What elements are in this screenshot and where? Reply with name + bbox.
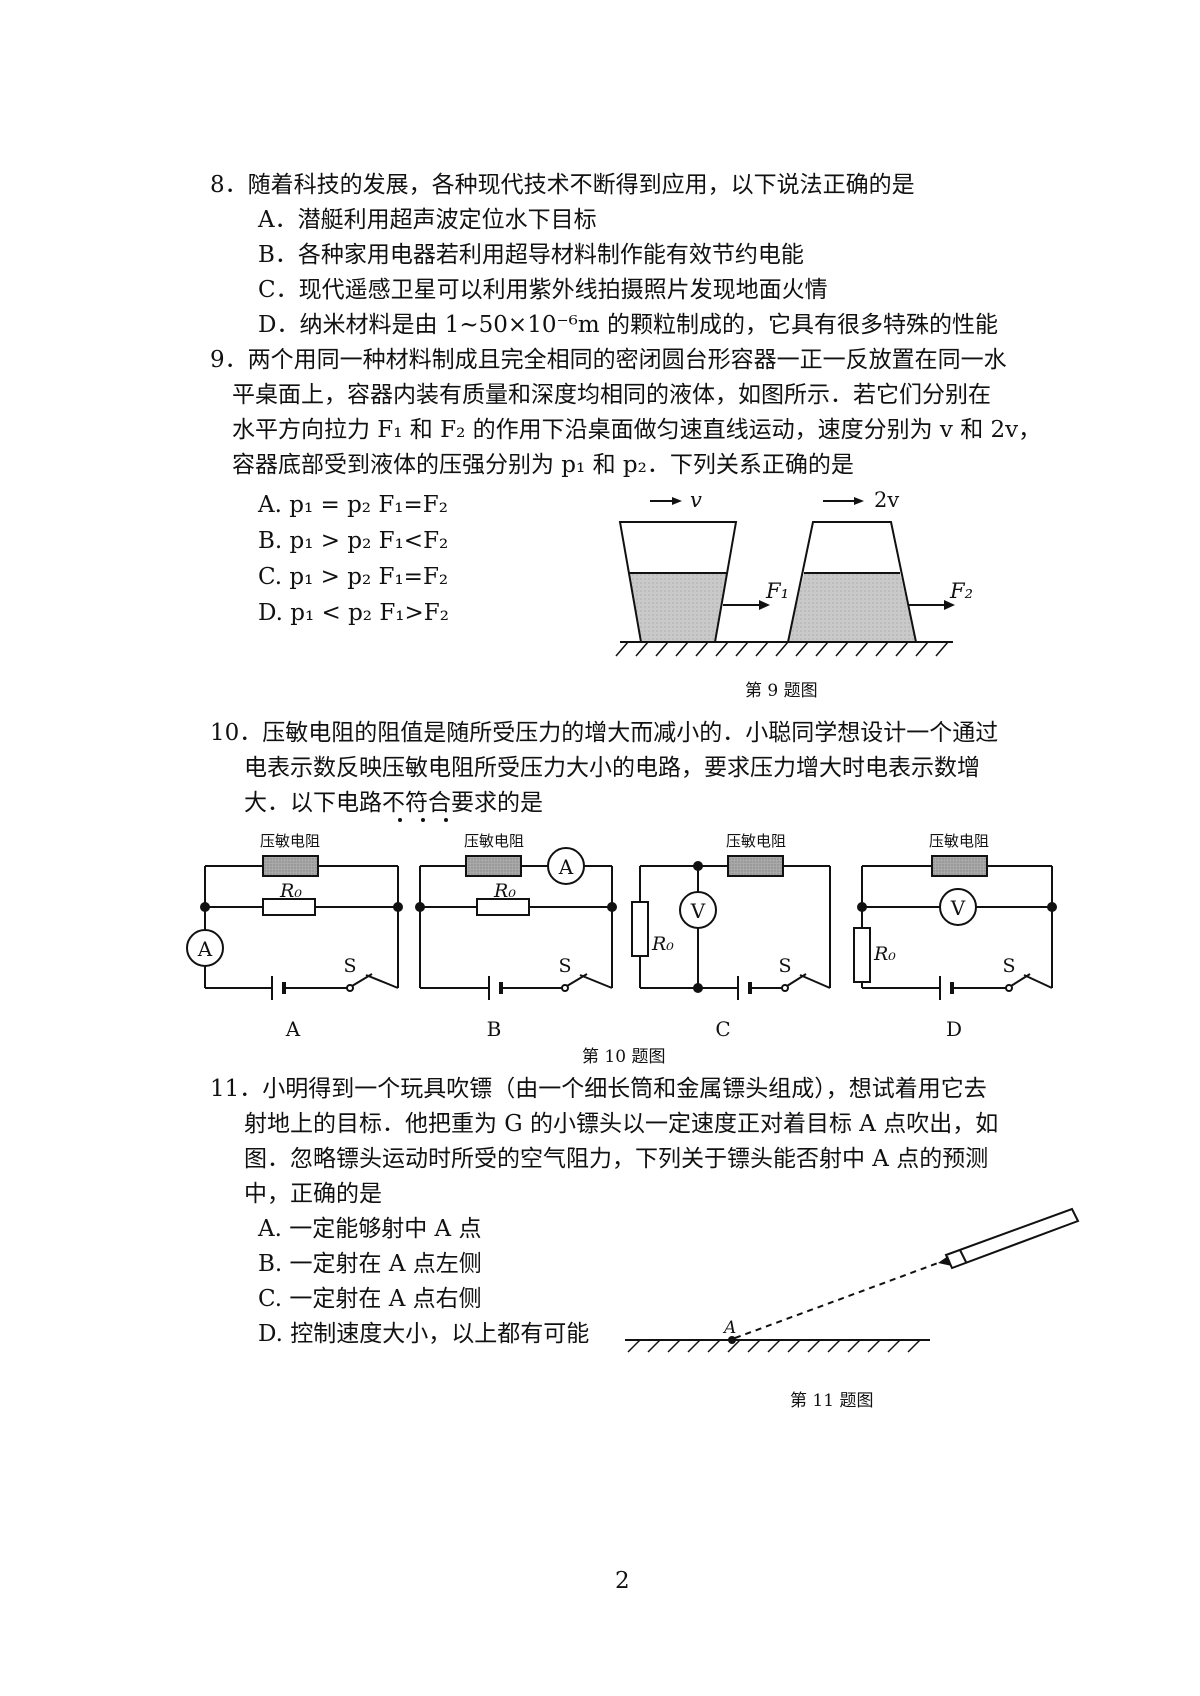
q11-line-1: 11．小明得到一个玩具吹镖（由一个细长筒和金属镖头组成），想试着用它去 (210, 1076, 987, 1102)
pressure-resistor-c-label: 压敏电阻 (726, 832, 786, 850)
page-number: 2 (615, 1568, 630, 1594)
figure-10-caption: 第 10 题图 (582, 1047, 666, 1067)
circuit-b-label: B (487, 1017, 502, 1041)
pressure-resistor-a-label: 压敏电阻 (260, 832, 320, 850)
r0-a-label: R₀ (279, 880, 302, 902)
pressure-resistor-d (931, 855, 988, 877)
q8-option-d: D．纳米材料是由 1~50×10⁻⁶m 的颗粒制成的，它具有很多特殊的性能 (258, 312, 998, 338)
q8-option-a: A．潜艇利用超声波定位水下目标 (258, 207, 597, 233)
target-point-a (728, 1336, 736, 1344)
dart-trajectory (734, 1262, 939, 1339)
figure-11-caption: 第 11 题图 (790, 1391, 874, 1411)
blow-tube (944, 1207, 1080, 1270)
pressure-resistor-c (727, 855, 784, 877)
q9-option-d: D. p₁ < p₂ F₁>F₂ (258, 600, 449, 626)
q10-line-2: 电表示数反映压敏电阻所受压力大小的电路，要求压力增大时电表示数增 (244, 755, 980, 781)
switch-c-label: S (778, 955, 791, 977)
v-label: v (690, 488, 702, 512)
voltmeter-d (939, 888, 977, 926)
q9-line-3: 水平方向拉力 F₁ 和 F₂ 的作用下沿桌面做匀速直线运动，速度分别为 v 和 … (232, 417, 1042, 443)
q11-line-3: 图．忽略镖头运动时所受的空气阻力，下列关于镖头能否射中 A 点的预测 (244, 1146, 989, 1172)
f2-label: F₂ (949, 579, 973, 603)
r0-b-label: R₀ (493, 880, 516, 902)
q11-option-d: D. 控制速度大小，以上都有可能 (258, 1321, 590, 1347)
q8-option-b: B．各种家用电器若利用超导材料制作能有效节约电能 (258, 242, 804, 268)
circuit-a-label: A (285, 1017, 301, 1041)
ammeter-b-label: A (558, 855, 574, 879)
circuit-b (419, 865, 613, 989)
q11-line-4: 中，正确的是 (244, 1181, 382, 1207)
r0-c-label: R₀ (651, 933, 674, 955)
q11-line-2: 射地上的目标．他把重为 G 的小镖头以一定速度正对着目标 A 点吹出，如 (244, 1111, 999, 1137)
ammeter-a-label: A (197, 937, 213, 961)
r0-d-label: R₀ (873, 943, 896, 965)
f1-label: F₁ (765, 579, 789, 603)
q9-line-1: 9．两个用同一种材料制成且完全相同的密闭圆台形容器一正一反放置在同一水 (210, 347, 1007, 373)
target-point-a-label: A (722, 1318, 736, 1338)
q9-line-2: 平桌面上，容器内装有质量和深度均相同的液体，如图所示．若它们分别在 (232, 382, 991, 408)
r0-a (262, 898, 316, 916)
circuit-c (639, 865, 831, 989)
figure-11: A (625, 1207, 1080, 1353)
q10-line-3: 大．以下电路不符合要求的是 (244, 790, 543, 816)
r0-b (476, 898, 530, 916)
q9-option-a: A. p₁ = p₂ F₁=F₂ (258, 492, 448, 518)
pressure-resistor-d-label: 压敏电阻 (929, 832, 989, 850)
q10-line-1: 10．压敏电阻的阻值是随所受压力的增大而减小的．小聪同学想设计一个通过 (210, 720, 999, 746)
figure-10: A 压敏电阻 R₀ S A A 压敏电阻 R₀ S B (186, 832, 1057, 1041)
switch-a-label: S (343, 955, 356, 977)
voltmeter-c-label: V (690, 899, 706, 923)
voltmeter-d-label: V (950, 896, 966, 920)
figure-9: v 2v F₁ F₂ (615, 488, 973, 657)
figure-9-caption: 第 9 题图 (745, 681, 818, 701)
switch-b-label: S (558, 955, 571, 977)
ammeter-b (547, 847, 585, 885)
q9-option-c: C. p₁ > p₂ F₁=F₂ (258, 564, 449, 590)
pressure-resistor-a (262, 855, 319, 877)
switch-d-label: S (1002, 955, 1015, 977)
r0-d (853, 927, 871, 983)
pressure-resistor-b-label: 压敏电阻 (464, 832, 524, 850)
container-1-liquid (629, 573, 727, 642)
q8-option-c: C．现代遥感卫星可以利用紫外线拍摄照片发现地面火情 (258, 277, 828, 303)
q11-option-a: A. 一定能够射中 A 点 (258, 1216, 482, 1242)
q9-line-4: 容器底部受到液体的压强分别为 p₁ 和 p₂．下列关系正确的是 (232, 452, 854, 478)
circuit-d-label: D (946, 1017, 962, 1041)
circuit-d (861, 865, 1053, 989)
q9-option-b: B. p₁ > p₂ F₁<F₂ (258, 528, 449, 554)
q11-option-b: B. 一定射在 A 点左侧 (258, 1251, 482, 1277)
ammeter-a (186, 929, 224, 967)
q8-stem: 8．随着科技的发展，各种现代技术不断得到应用，以下说法正确的是 (210, 172, 915, 198)
q11-option-c: C. 一定射在 A 点右侧 (258, 1286, 482, 1312)
pressure-resistor-b (465, 855, 522, 877)
circuit-c-label: C (715, 1017, 730, 1041)
voltmeter-c (679, 891, 717, 929)
dart-head (938, 1256, 952, 1266)
container-2-liquid (788, 573, 916, 642)
emphasis-dots (398, 818, 448, 822)
r0-c (631, 901, 649, 957)
v2-label: 2v (874, 488, 899, 512)
